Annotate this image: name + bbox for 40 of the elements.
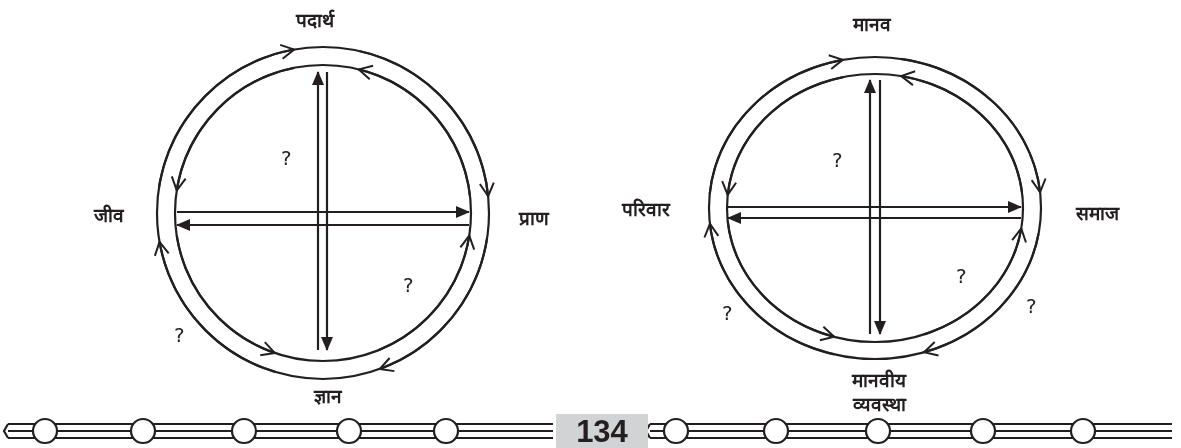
arrow <box>727 212 1021 224</box>
curved-arrow <box>357 65 472 197</box>
question-mark: ? <box>174 324 185 346</box>
curved-arrow <box>358 49 494 198</box>
curved-arrow <box>900 71 1024 193</box>
concept-label: समाज <box>1076 201 1119 225</box>
concept-label: परिवार <box>622 197 670 221</box>
curved-arrow <box>900 57 1046 194</box>
question-mark: ? <box>403 274 414 296</box>
question-mark: ? <box>281 147 292 169</box>
concept-label: मानव <box>853 12 891 36</box>
question-mark: ? <box>956 265 967 287</box>
concept-label: मानवीय व्यवस्था <box>850 368 908 416</box>
curved-arrow <box>171 66 295 192</box>
question-mark: ? <box>832 149 843 171</box>
question-mark: ? <box>1026 295 1037 317</box>
arrow <box>176 219 469 231</box>
concept-label: प्राण <box>519 205 549 230</box>
curved-arrow <box>923 227 1027 336</box>
arrow <box>321 72 333 351</box>
arrow <box>728 201 1022 213</box>
arrow <box>864 79 876 334</box>
page-number: 134 <box>556 414 648 448</box>
curved-arrow <box>704 222 835 356</box>
curved-arrow <box>378 238 489 372</box>
curved-arrow <box>726 220 836 341</box>
curved-arrow <box>154 240 276 373</box>
curved-arrow <box>923 233 1040 356</box>
curved-arrow <box>157 44 296 188</box>
question-mark: ? <box>722 302 733 324</box>
concept-label: ज्ञान <box>313 384 342 408</box>
arrow <box>312 71 324 350</box>
curved-arrow <box>722 76 844 196</box>
curved-arrow <box>377 234 475 352</box>
arrow <box>177 206 470 218</box>
arrow <box>874 80 886 335</box>
curved-arrow <box>175 235 276 356</box>
curved-arrow <box>708 55 844 194</box>
concept-label: पदार्थ <box>296 8 334 32</box>
concept-label: जीव <box>94 202 124 227</box>
